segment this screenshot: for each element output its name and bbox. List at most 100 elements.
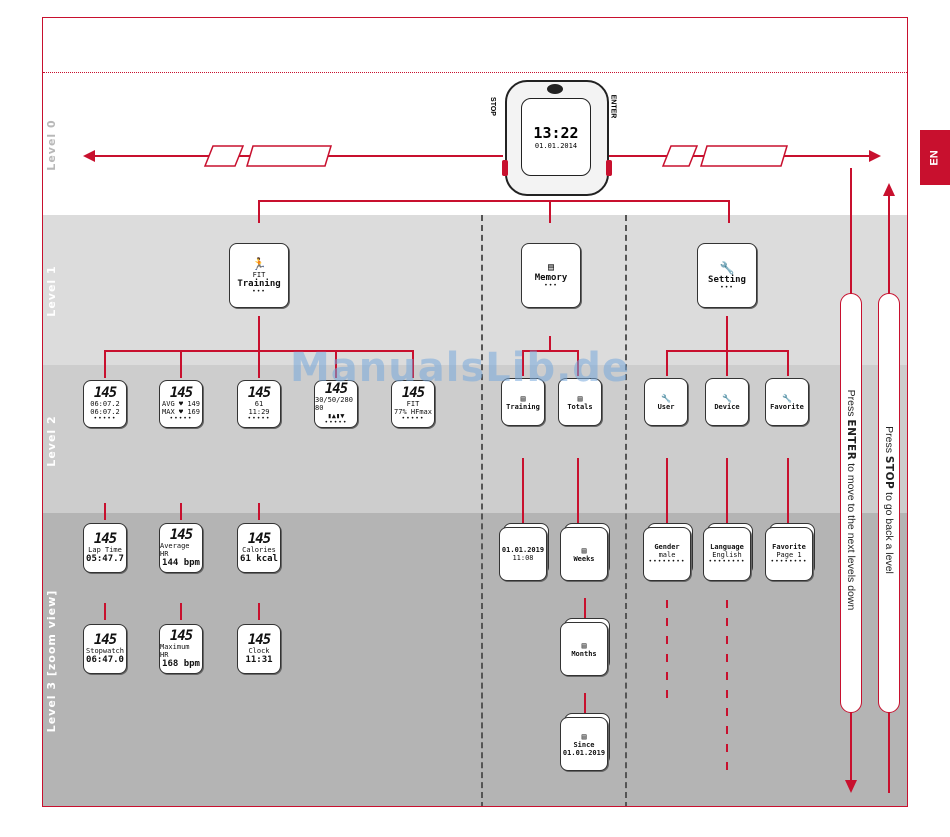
screen-setting: 🔧 Setting •••	[697, 243, 757, 308]
stop-instruction-pill: Press STOP to go back a level	[878, 293, 900, 713]
setting-value: Page 1	[776, 551, 802, 559]
memory-totals-label: Totals	[567, 402, 593, 411]
screen-memory-training-detail: 01.01.2019 11:08	[499, 527, 547, 581]
totals-label: Weeks	[573, 554, 595, 563]
wrench-icon: 🔧	[661, 393, 671, 403]
enter-instruction-pill: Press ENTER to move to the next levels d…	[840, 293, 862, 713]
level1-band	[43, 215, 907, 365]
language-tab-label: EN	[929, 149, 941, 166]
setting-label: Language	[710, 543, 744, 551]
memory-icon: ▤	[577, 393, 583, 403]
heart-rate-value: 145	[93, 385, 117, 401]
watch-screen: 13:22 01.01.2014	[521, 98, 591, 176]
totals-sub: 01.01.2019	[562, 748, 606, 757]
setting-value: male	[658, 551, 676, 559]
watch-device: 13:22 01.01.2014	[502, 80, 612, 196]
page-dots: •••	[252, 287, 266, 295]
line-2: MAX ♥ 169	[162, 408, 200, 416]
header-divider	[43, 72, 907, 73]
heart-rate-value: 145	[93, 531, 117, 547]
setting-label: Gender	[654, 543, 680, 551]
setting-user-label: User	[657, 402, 675, 411]
screen-setting-device: 🔧 Device	[705, 378, 749, 426]
memory-icon: ▤	[581, 640, 587, 650]
line-2: 11:29	[248, 408, 270, 416]
page-dots: ••••••••	[648, 558, 686, 565]
page-dots: •••••	[247, 415, 271, 422]
stop-instruction: Press STOP to go back a level	[883, 426, 895, 574]
screen-setting-favorite: 🔧 Favorite	[765, 378, 809, 426]
setting-label: Setting	[708, 274, 746, 285]
totals-stack-2: ▤Months	[560, 618, 612, 678]
heart-rate-value: 145	[247, 385, 271, 401]
heart-rate-value: 145	[169, 527, 193, 543]
screen-setting-user: 🔧 User	[644, 378, 688, 426]
page-dots: •••	[720, 283, 734, 291]
heart-rate-value: 145	[169, 628, 193, 644]
metric-label: Stopwatch	[86, 647, 124, 655]
wrench-icon: 🔧	[719, 260, 735, 275]
page-dots: •••••	[401, 415, 425, 422]
metric-value: 11:31	[245, 655, 273, 665]
screen-totals-2: ▤Months	[560, 622, 608, 676]
watch-enter-button[interactable]	[606, 160, 612, 176]
metric-label: Maximum HR	[160, 643, 190, 659]
memory-time: 11:08	[512, 554, 534, 562]
line-1: 30/50/280 80	[315, 396, 353, 412]
line-1: 61	[254, 400, 264, 408]
wrench-icon: 🔧	[782, 393, 792, 403]
metric-label: Average HR	[160, 542, 190, 558]
line-2: ▮▲▮▼	[327, 412, 345, 420]
metric-value: 06:47.0	[86, 655, 124, 665]
page-dots: •••	[544, 282, 558, 289]
metric-label: Calories	[242, 546, 276, 554]
line-2: 77% HFmax	[394, 408, 432, 416]
page-dots: •••••	[169, 415, 193, 422]
enter-label: ENTER	[609, 94, 617, 119]
memory-icon: ▤	[520, 393, 526, 403]
memory-training-detail-stack: 01.01.2019 11:08	[499, 523, 551, 583]
page-dots: •••••	[324, 419, 348, 426]
screen-totals-1: ▤Weeks	[560, 527, 608, 581]
memory-training-label: Training	[506, 402, 540, 411]
watch-logo-icon	[547, 84, 563, 94]
metric-value: 61 kcal	[240, 554, 278, 564]
stop-label: STOP	[488, 97, 496, 116]
training-label: Training	[237, 278, 281, 289]
column-separator-setting	[625, 215, 627, 806]
metric-label: Clock	[248, 647, 270, 655]
setting-value: English	[712, 551, 742, 559]
line-1: FIT	[406, 400, 420, 408]
enter-instruction: Press ENTER to move to the next levels d…	[845, 389, 857, 611]
memory-date: 01.01.2019	[501, 546, 545, 554]
memory-icon: ▤	[547, 262, 555, 273]
memory-icon: ▤	[581, 545, 587, 555]
diagram-frame: Level 0 Level 1 Level 2 Level 3 [zoom vi…	[42, 17, 908, 807]
heart-rate-value: 145	[324, 381, 348, 397]
heart-rate-value: 145	[169, 385, 193, 401]
line-1: 06:07.2	[90, 400, 120, 408]
page-dots: •••••	[93, 415, 117, 422]
heart-rate-value: 145	[247, 632, 271, 648]
watch-stop-button[interactable]	[502, 160, 508, 176]
language-tab: EN	[920, 130, 950, 185]
memory-label: Memory	[534, 273, 568, 283]
page-dots: ••••••••	[708, 558, 746, 565]
setting-label: Favorite	[772, 543, 806, 551]
metric-value: 168 bpm	[162, 659, 200, 669]
